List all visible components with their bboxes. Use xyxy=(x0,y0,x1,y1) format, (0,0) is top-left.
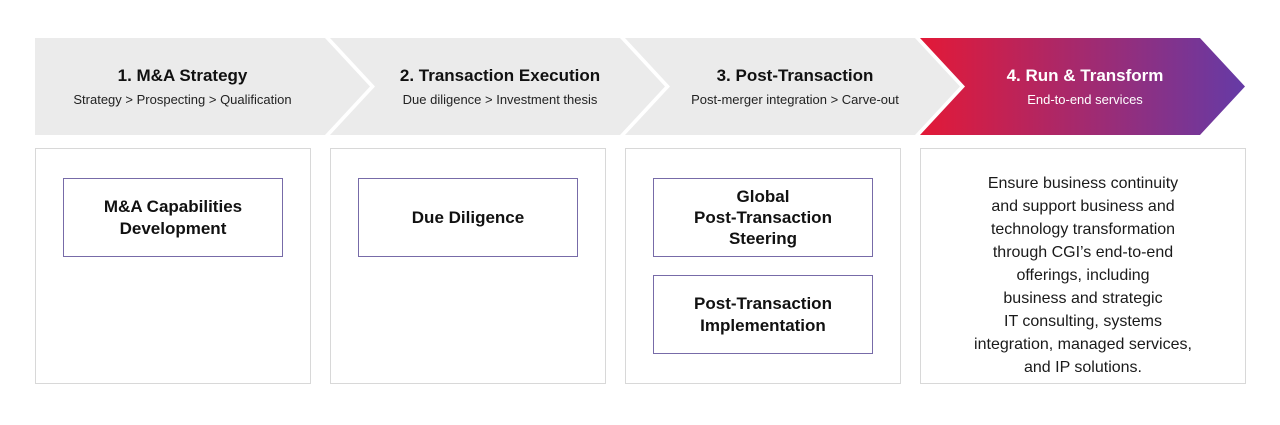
step-1-title: 1. M&A Strategy xyxy=(117,65,248,85)
step-3-subtitle: Post-merger integration > Carve-out xyxy=(691,91,899,107)
step-2-panel: Due Diligence xyxy=(330,148,606,384)
capability-card-post-transaction-implementation: Post-Transaction Implementation xyxy=(653,275,873,354)
capability-card-due-diligence: Due Diligence xyxy=(358,178,578,257)
step-1-panel: M&A Capabilities Development xyxy=(35,148,311,384)
chevron-step-3: 3. Post-Transaction Post-merger integrat… xyxy=(625,38,960,135)
capability-card-global-post-transaction-steering: Global Post-Transaction Steering xyxy=(653,178,873,257)
capability-card-ma-capabilities-development: M&A Capabilities Development xyxy=(63,178,283,257)
step-4-subtitle: End-to-end services xyxy=(1027,91,1143,107)
chevron-step-1: 1. M&A Strategy Strategy > Prospecting >… xyxy=(35,38,370,135)
step-4-title: 4. Run & Transform xyxy=(1006,65,1164,85)
chevron-step-2: 2. Transaction Execution Due diligence >… xyxy=(330,38,665,135)
step-1-subtitle: Strategy > Prospecting > Qualification xyxy=(73,91,292,107)
step-3-panel: Global Post-Transaction Steering Post-Tr… xyxy=(625,148,901,384)
step-4-panel: Ensure business continuity and support b… xyxy=(920,148,1246,384)
step-3-title: 3. Post-Transaction xyxy=(716,65,874,85)
step-2-subtitle: Due diligence > Investment thesis xyxy=(402,91,598,107)
run-and-transform-description: Ensure business continuity and support b… xyxy=(974,175,1192,376)
chevron-step-4: 4. Run & Transform End-to-end services xyxy=(920,38,1245,135)
step-2-title: 2. Transaction Execution xyxy=(399,65,601,85)
